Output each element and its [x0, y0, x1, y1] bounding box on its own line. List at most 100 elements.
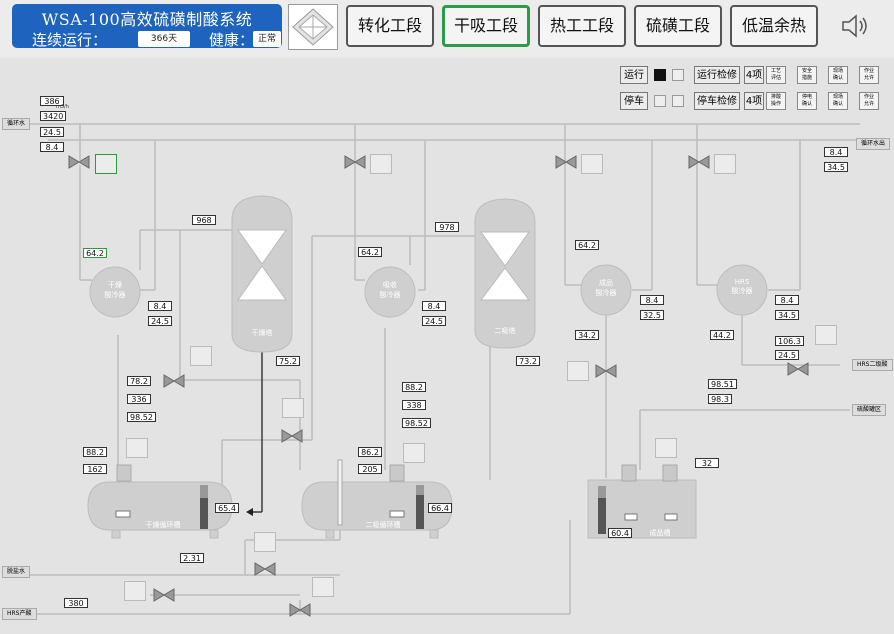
cooling-water-out-label: 循环水出: [856, 138, 891, 150]
absorption-cooler-label: 吸收 酸冷器: [379, 281, 401, 299]
tab-sulfur[interactable]: 硫磺工段: [634, 5, 722, 47]
drying-tower: [231, 195, 293, 353]
run-maint-item-3[interactable]: 现场 确认: [828, 66, 848, 84]
value-absorption-tank-4: 86.2: [358, 447, 382, 457]
value-hrs-flow: 106.3: [775, 336, 804, 346]
stop-maint-item-1[interactable]: 排酸 操作: [766, 92, 786, 110]
value-product-1: 98.51: [708, 379, 737, 389]
value-cwout-ph: 8.4: [824, 147, 848, 157]
tab-low-temp-heat[interactable]: 低温余热: [730, 5, 818, 47]
tag-hrs-valve[interactable]: [815, 325, 837, 345]
tag-cw-valve-1[interactable]: [95, 154, 117, 174]
value-drying-tower-temp: 75.2: [276, 356, 300, 366]
value-drying-tank-3: 98.52: [127, 412, 156, 422]
cooling-water-in-label: 循环水: [2, 118, 31, 130]
value-product-cooler-ph: 8.4: [640, 295, 664, 305]
value-drying-tank-5: 162: [83, 464, 107, 474]
drying-tank-label: 干燥循环槽: [145, 521, 181, 529]
value-cw-temp: 24.5: [40, 127, 64, 137]
value-drying-tank-1: 78.2: [127, 376, 151, 386]
tag-cw-valve-2[interactable]: [370, 154, 392, 174]
run-maintenance-count: 4项: [744, 66, 764, 84]
value-hrs-cooler-temp: 44.2: [710, 330, 734, 340]
value-cw-flow: 3420: [40, 111, 67, 121]
health-label: 健康：: [209, 31, 255, 49]
run-maint-item-1[interactable]: 工艺 评估: [766, 66, 786, 84]
tag-dilution-valve[interactable]: [254, 532, 276, 552]
absorption-tower: [474, 198, 536, 349]
value-product-tank-level: 60.4: [608, 528, 632, 538]
stop-maintenance-count: 4项: [744, 92, 764, 110]
stop-maint-item-3[interactable]: 现场 确认: [828, 92, 848, 110]
value-hrs-cooler-temp2: 34.5: [775, 310, 799, 320]
tag-drying-valve[interactable]: [190, 346, 212, 366]
process-panel: 运行 停车 运行检修 4项 工艺 评估 安全 措施 现场 确认 作业 允许 停车…: [0, 58, 894, 634]
acid-storage-label: 硫酸罐区: [852, 404, 887, 416]
run-duration-value: 366天: [138, 31, 190, 47]
value-drying-flow: 968: [192, 215, 216, 225]
value-hrs-acid-flow: 380: [64, 598, 88, 608]
company-logo[interactable]: [288, 4, 338, 50]
hrs-cooler-label: HRS 酸冷器: [731, 278, 753, 295]
system-title: WSA-100高效硫磺制酸系统: [41, 10, 253, 29]
value-drying-tank-2: 336: [127, 394, 151, 404]
value-absorption-tank-2: 338: [402, 400, 426, 410]
stop-maintenance-button[interactable]: 停车检修: [694, 92, 740, 110]
process-diagram: [10, 123, 860, 617]
value-hrs-temp3: 24.5: [775, 350, 799, 360]
run-maint-item-2[interactable]: 安全 措施: [797, 66, 817, 84]
drying-acid-cooler: [89, 266, 141, 318]
hrs-acid-cooler: [716, 264, 768, 316]
value-absorption-tank-1: 88.2: [402, 382, 426, 392]
tag-cw-valve-3[interactable]: [581, 154, 603, 174]
tag-drying-return-valve[interactable]: [282, 398, 304, 418]
stopped-indicator: [654, 95, 666, 107]
tag-drying-pump[interactable]: [126, 438, 148, 458]
hrs-boiler-acid-label: HRS二级酸: [852, 359, 893, 371]
tag-hrs-acid-valve[interactable]: [312, 577, 334, 597]
value-dilution-flow: 2.31: [180, 553, 204, 563]
drying-tower-label: 干燥塔: [251, 329, 273, 337]
value-absorption-tank-3: 98.52: [402, 418, 431, 428]
tag-product-pump[interactable]: [655, 438, 677, 458]
value-absorption-cooler-temp: 64.2: [358, 247, 382, 257]
tag-product-valve[interactable]: [567, 361, 589, 381]
value-product-cooler-temp3: 34.2: [575, 330, 599, 340]
tab-thermal[interactable]: 热工工段: [538, 5, 626, 47]
system-title-panel: WSA-100高效硫磺制酸系统 连续运行： 366天 健康： 正常: [12, 4, 282, 49]
value-product-2: 98.3: [708, 394, 732, 404]
value-drying-cooler-temp: 64.2: [83, 248, 107, 258]
value-product-3: 32: [695, 458, 719, 468]
drying-cooler-label: 干燥 酸冷器: [104, 281, 126, 299]
value-drying-tank-4: 88.2: [83, 447, 107, 457]
tab-conversion[interactable]: 转化工段: [346, 5, 434, 47]
top-bar: WSA-100高效硫磺制酸系统 连续运行： 366天 健康： 正常 转化工段 干…: [0, 0, 894, 56]
hrs-acid-label: HRS产酸: [2, 608, 37, 620]
value-drying-tank-level: 65.4: [215, 503, 239, 513]
tag-absorption-pump[interactable]: [403, 443, 425, 463]
product-cooler-label: 成品 酸冷器: [595, 279, 617, 297]
speaker-icon[interactable]: [840, 12, 874, 40]
running-label: 运行: [620, 66, 648, 84]
tag-hrs-flow-valve[interactable]: [124, 581, 146, 601]
product-acid-cooler: [580, 264, 632, 316]
tab-drying-absorption[interactable]: 干吸工段: [442, 5, 530, 47]
value-cw-1: 386: [40, 96, 64, 106]
run-maint-item-4[interactable]: 作业 允许: [859, 66, 879, 84]
value-cwout-temp: 34.5: [824, 162, 848, 172]
value-product-cooler-temp2: 32.5: [640, 310, 664, 320]
stop-maint-item-2[interactable]: 停电 确认: [797, 92, 817, 110]
drying-circulation-tank: [87, 481, 233, 531]
run-maintenance-button[interactable]: 运行检修: [694, 66, 740, 84]
absorption-acid-cooler: [364, 266, 416, 318]
value-product-cooler-temp: 64.2: [575, 240, 599, 250]
stopped-label: 停车: [620, 92, 648, 110]
value-cw-ph: 8.4: [40, 142, 64, 152]
stop-maint-item-4[interactable]: 作业 允许: [859, 92, 879, 110]
value-drying-cooler-ph: 8.4: [148, 301, 172, 311]
value-drying-cooler-temp2: 24.5: [148, 316, 172, 326]
absorption-tank-label: 二吸循环槽: [365, 521, 401, 529]
tag-cw-valve-4[interactable]: [714, 154, 736, 174]
run-duration-label: 连续运行：: [32, 31, 108, 49]
value-absorption-tank-level: 66.4: [428, 503, 452, 513]
